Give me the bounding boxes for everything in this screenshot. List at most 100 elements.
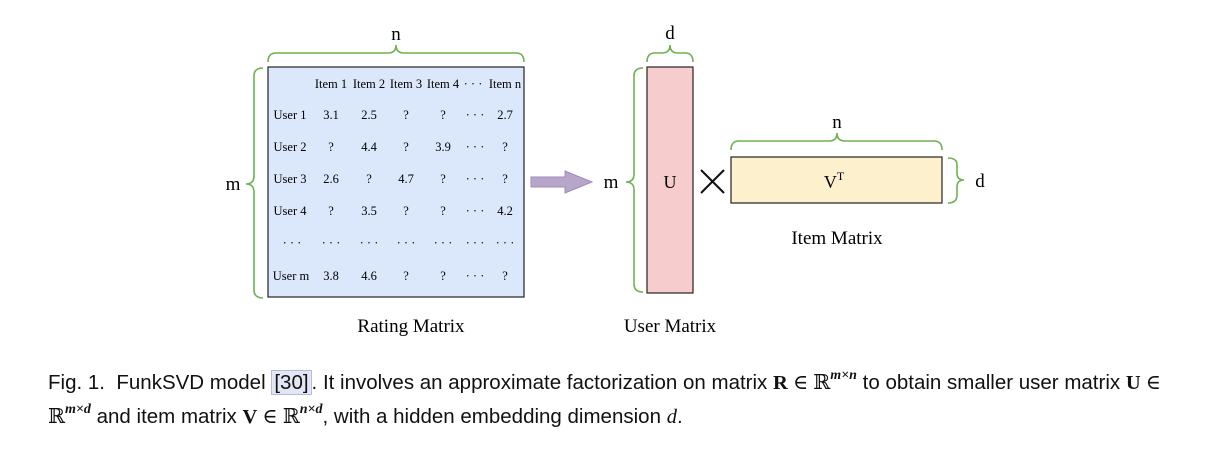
user-matrix-box [646,66,694,294]
rating-cell: ? [440,108,446,122]
rating-cell: 4.4 [361,140,377,154]
row-user-label: User 3 [274,172,307,186]
row-user-label: User 1 [274,108,307,122]
item-matrix-transpose: T [837,169,845,183]
rating-cell: ? [403,269,409,283]
rating-matrix-title: Rating Matrix [357,316,465,337]
user-d-label: d [665,23,675,44]
rating-cell: · · · [466,236,485,250]
row-user-label: User 2 [274,140,307,154]
figure-label: Fig. 1. [48,371,105,394]
rating-cell: 4.7 [398,172,414,186]
multiply-icon [700,169,725,194]
R-dims: m×n [830,368,857,383]
rating-cell: ? [403,204,409,218]
item-d-label: d [975,171,985,192]
rating-cell: · · · [397,236,416,250]
rating-cell: ? [403,108,409,122]
row-user-label: · · · [283,236,302,250]
column-header-item-4: Item 4 [427,77,460,91]
rating-cell: ? [502,172,508,186]
user-m-label: m [604,172,619,193]
rating-cell: 3.9 [435,140,451,154]
rating-cell: 4.2 [497,204,513,218]
rating-cell: 3.5 [361,204,377,218]
citation-link[interactable]: [30] [271,370,312,395]
row-user-label: User m [273,269,310,283]
item-matrix-title: Item Matrix [791,228,883,249]
in-reals-V: ∈ ℝ [257,406,300,428]
caption-text-3: to obtain smaller user matrix [856,371,1121,394]
item-matrix-symbol: VT [824,169,845,192]
rating-row: User 2 ? 4.4 ? 3.9 · · · ? [274,140,509,154]
column-header-item-1: Item 1 [315,77,347,91]
rating-row: User 3 2.6 ? 4.7 ? · · · ? [274,172,509,186]
caption-text-1: FunkSVD model [116,371,266,394]
user-top-brace [646,44,694,63]
rating-cell: 2.6 [323,172,339,186]
rating-cell: ? [440,204,446,218]
factorization-arrow [530,170,594,194]
rating-cell: 3.1 [323,108,339,122]
rating-cell: · · · [322,236,341,250]
user-matrix-symbol: U [664,172,677,192]
rating-m-label: m [226,174,241,195]
rating-cell: · · · [466,172,485,186]
user-matrix-title: User Matrix [624,316,717,337]
matrix-U-symbol: U [1125,372,1141,394]
caption-text-2: . It involves an approximate factorizati… [311,371,768,394]
rating-cell: · · · [360,236,379,250]
rating-left-brace [245,67,264,299]
rating-rows: User 1 3.1 2.5 ? ? · · · 2.7 User 2 ? 4.… [273,108,515,283]
item-n-label: n [832,112,842,133]
rating-cell: · · · [466,204,485,218]
matrix-V-symbol: V [242,406,258,428]
rating-cell: 4.6 [361,269,377,283]
rating-cell: · · · [466,140,485,154]
user-left-brace [625,67,644,293]
rating-column-headers: Item 1 Item 2 Item 3 Item 4 · · · Item n [315,77,522,91]
rating-cell: ? [440,269,446,283]
matrix-R-symbol: R [773,372,788,394]
rating-cell: · · · [466,108,485,122]
rating-cell: ? [328,204,334,218]
rating-top-brace [267,44,525,63]
rating-cell: 2.7 [497,108,513,122]
figure-caption: Fig. 1. FunkSVD model [30]. It involves … [48,366,1198,434]
embedding-dim-symbol: d [666,406,677,428]
rating-cell: 2.5 [361,108,377,122]
rating-cell: ? [328,140,334,154]
rating-cell: · · · [496,236,515,250]
rating-cell: ? [403,140,409,154]
in-reals-U: ∈ ℝ [48,372,1161,428]
in-reals-R: ∈ ℝ [787,372,831,394]
rating-cell: 3.8 [323,269,339,283]
V-dims: n×d [299,402,323,417]
rating-cell: · · · [466,269,485,283]
item-top-brace [730,132,943,151]
U-dims: m×d [65,402,91,417]
rating-row: · · · · · · · · · · · · · · · · · · · · … [283,236,515,250]
caption-text-6: . [676,405,683,428]
rating-row: User 4 ? 3.5 ? ? · · · 4.2 [274,204,513,218]
column-header-item-n: Item n [489,77,522,91]
rating-cell: · · · [434,236,453,250]
column-header-ellipsis: · · · [464,77,483,91]
item-matrix-symbol-base: V [824,172,837,192]
column-header-item-3: Item 3 [390,77,422,91]
row-user-label: User 4 [274,204,308,218]
rating-cell: ? [502,140,508,154]
rating-cell: ? [502,269,508,283]
rating-row: User 1 3.1 2.5 ? ? · · · 2.7 [274,108,513,122]
rating-n-label: n [391,24,401,45]
rating-matrix-box [267,66,525,298]
item-right-brace [947,157,965,204]
rating-row: User m 3.8 4.6 ? ? · · · ? [273,269,508,283]
funksvd-diagram: n m Item 1 Item 2 Item 3 Item 4 · · · It… [226,23,986,337]
rating-cell: ? [440,172,446,186]
caption-text-4: and item matrix [90,405,237,428]
caption-text-5: , with a hidden embedding dimension [322,405,661,428]
column-header-item-2: Item 2 [353,77,385,91]
item-matrix-box [730,156,943,204]
rating-cell: ? [366,172,372,186]
